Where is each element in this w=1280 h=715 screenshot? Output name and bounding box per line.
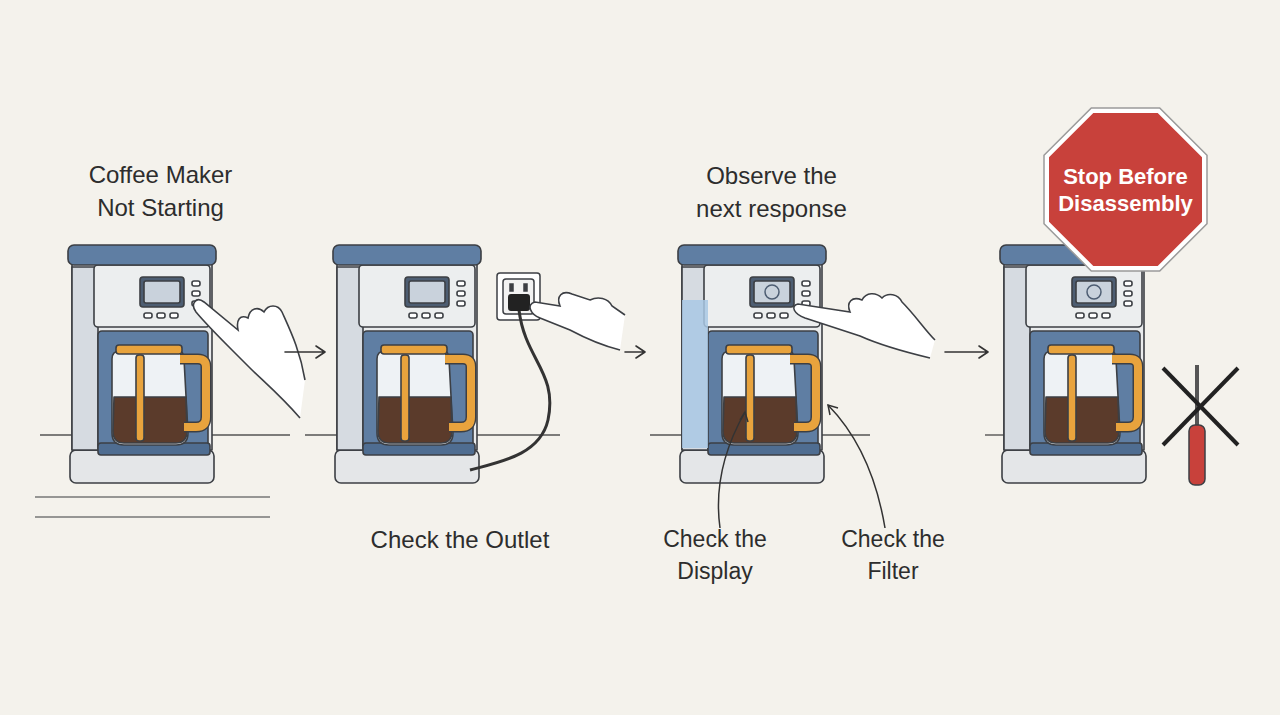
- plug: [508, 294, 530, 311]
- flow-arrow: [625, 346, 645, 358]
- leader-line: [828, 405, 885, 528]
- callout-label: Check the Filter: [838, 523, 948, 587]
- coffee-maker: [678, 245, 826, 483]
- step-title: Check the Outlet: [350, 523, 570, 556]
- stop-panel: Stop Before Disassembly: [988, 105, 1250, 495]
- clock-icon: [765, 285, 779, 299]
- step-title: Observe the next response: [689, 159, 854, 225]
- stop-text: Stop Before Disassembly: [1058, 163, 1193, 217]
- coffee-maker: [333, 245, 481, 483]
- leader-line: [740, 412, 748, 422]
- clock-icon: [1087, 285, 1101, 299]
- callout-label: Check the Display: [655, 523, 775, 587]
- power-cord: [470, 310, 550, 470]
- leader-line: [718, 412, 745, 528]
- step-panel: Observe the next response: [645, 158, 945, 590]
- no-tools-symbol: [1163, 365, 1238, 485]
- water-tank: [682, 300, 708, 448]
- flow-arrow: [945, 346, 988, 358]
- octagon-outline: [1043, 107, 1208, 272]
- step-title: Coffee Maker Not Starting: [78, 158, 243, 224]
- hand: [530, 293, 625, 350]
- leader-line: [828, 405, 838, 415]
- coffee-maker: [1000, 245, 1148, 483]
- step-panel: Coffee Maker Not Starting: [40, 155, 285, 525]
- coffee-maker: [68, 245, 216, 483]
- step-panel: Check the Outlet: [325, 240, 625, 570]
- hand: [194, 300, 305, 418]
- flow-arrow: [285, 346, 325, 358]
- hand: [794, 294, 935, 358]
- stop-sign: Stop Before Disassembly: [1043, 107, 1208, 272]
